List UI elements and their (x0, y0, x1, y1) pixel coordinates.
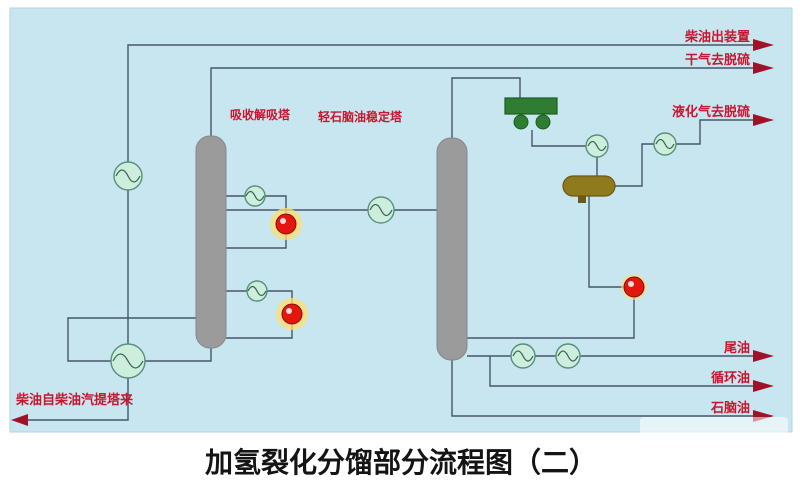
pump-icon-2 (276, 298, 308, 330)
heat-exchanger-icon-5 (110, 343, 146, 379)
heat-exchanger-icon-6 (510, 343, 536, 369)
pipe-lines (26, 44, 753, 421)
reflux-drum-icon (562, 175, 616, 203)
pipe-recycle-oil-line (489, 356, 753, 387)
label-absorber-column: 吸收解吸塔 (230, 107, 291, 122)
heat-exchanger-icon-8 (585, 134, 609, 158)
label-recycle-oil: 循环油 (711, 370, 750, 385)
diagram-title: 加氢裂化分馏部分流程图（二） (205, 446, 597, 479)
label-diesel-in: 柴油自柴油汽提塔来 (15, 392, 134, 407)
heat-exchanger-icon-2 (244, 185, 266, 207)
arrow-lpg-icon (753, 114, 774, 126)
arrow-diesel-in-icon (11, 414, 28, 426)
pipe-absorber-bottoms-loop (67, 317, 212, 362)
pipe-dry-gas (210, 67, 753, 136)
watermark (640, 417, 788, 441)
label-stabilizer-column: 轻石脑油稳定塔 (318, 109, 403, 124)
stabilizer-column (436, 137, 468, 361)
label-lpg: 液化气去脱硫 (672, 104, 750, 119)
label-naphtha: 石脑油 (710, 400, 750, 415)
arrow-tail-oil-icon (753, 350, 774, 362)
arrow-dry-gas-icon (753, 62, 774, 74)
absorber-column (195, 135, 227, 349)
heat-exchanger-icon-3 (246, 280, 268, 302)
heat-exchanger-icon-7 (555, 343, 581, 369)
label-diesel-out: 柴油出装置 (684, 29, 750, 44)
pipe-reflux-pump-line (467, 196, 635, 339)
label-tail-oil: 尾油 (724, 340, 750, 355)
pipe-stabilizer-overhead (451, 77, 521, 138)
arrow-diesel-out-icon (753, 39, 774, 51)
heat-exchanger-icon-4 (367, 196, 395, 224)
pump-icon-3 (621, 274, 647, 300)
pipe-diesel-path (26, 44, 753, 421)
heat-exchanger-icon-9 (653, 132, 677, 156)
pump-icon-1 (270, 208, 302, 240)
heat-exchanger-icon-1 (113, 161, 143, 191)
pipe-naphtha-line (451, 360, 753, 417)
air-cooler-icon (504, 97, 558, 130)
label-dry-gas: 干气去脱硫 (685, 52, 750, 67)
arrow-recycle-oil-icon (753, 380, 774, 392)
pipe-cooler-to-drum (531, 130, 598, 176)
